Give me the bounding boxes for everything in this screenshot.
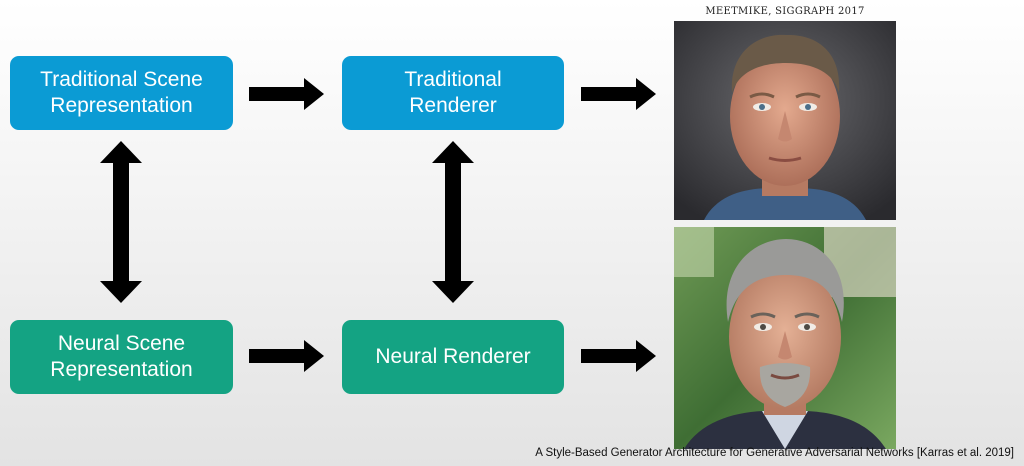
neural-renderer-box: Neural Renderer [342, 320, 564, 394]
arrow-double-vertical-scene [100, 141, 142, 303]
traditional-scene-representation-label: Traditional Scene Representation [40, 68, 203, 117]
arrow-double-vertical-renderer [432, 141, 474, 303]
neural-renderer-label: Neural Renderer [375, 345, 531, 368]
arrow-right-trad-renderer-to-image [581, 78, 656, 110]
traditional-renderer-label: Traditional Renderer [404, 68, 502, 117]
neural-scene-representation-box: Neural Scene Representation [10, 320, 233, 394]
top-face-image [674, 21, 896, 220]
neural-scene-representation-label: Neural Scene Representation [50, 332, 193, 381]
top-image-caption: MEETMIKE, SIGGRAPH 2017 [705, 6, 865, 17]
arrow-right-neural-renderer-to-image [581, 340, 656, 372]
bottom-image-caption: A Style-Based Generator Architecture for… [535, 447, 1014, 459]
arrow-right-trad-scene-to-renderer [249, 78, 324, 110]
arrow-right-neural-scene-to-renderer [249, 340, 324, 372]
traditional-scene-representation-box: Traditional Scene Representation [10, 56, 233, 130]
bottom-face-image [674, 227, 896, 449]
traditional-renderer-box: Traditional Renderer [342, 56, 564, 130]
